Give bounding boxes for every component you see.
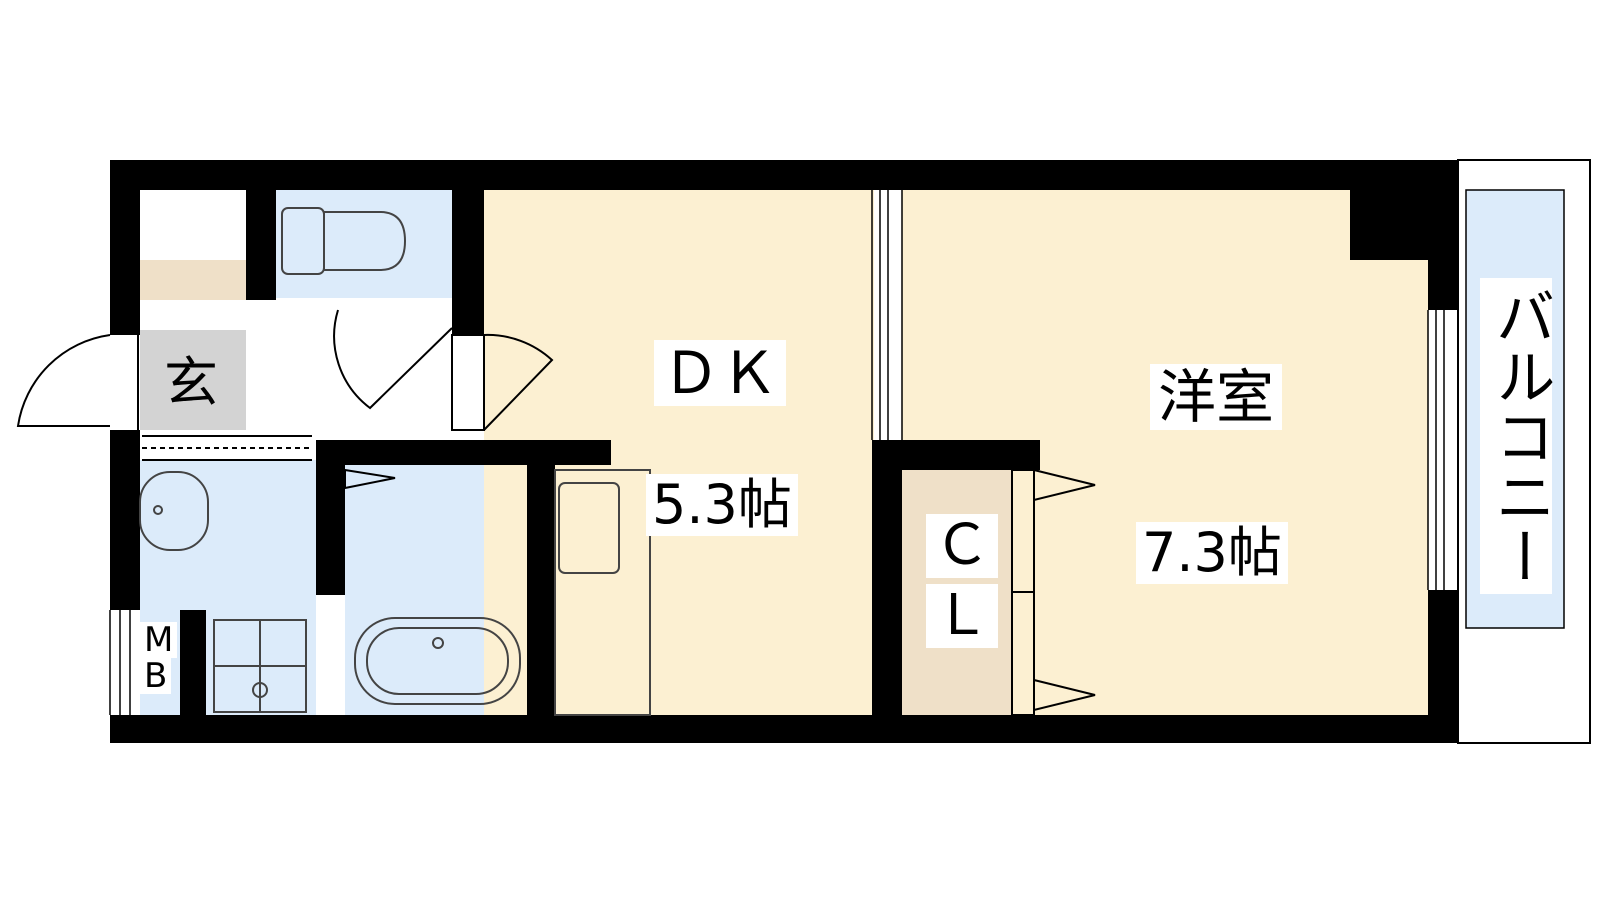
western-room-label: 洋室 [1150, 364, 1283, 430]
balcony-label: バルコニー [1480, 278, 1555, 594]
entrance-label: 玄 [158, 350, 224, 416]
corridor-floor [246, 330, 452, 430]
fixtures [139, 207, 651, 716]
toilet-floor [276, 190, 452, 298]
dk-label: ＤＫ [654, 340, 787, 406]
meter-box-label-bottom: B [140, 658, 172, 694]
western-room-size: 7.3帖 [1136, 522, 1288, 584]
shoe-storage [140, 260, 250, 300]
closet-label-top: Ｃ [926, 514, 998, 578]
meter-box-label-top: M [140, 622, 178, 658]
balcony-inner-outline [1465, 189, 1565, 629]
dk-size: 5.3帖 [646, 474, 798, 536]
walls [110, 160, 1458, 743]
closet-label-bottom: Ｌ [926, 584, 998, 648]
doors [16, 190, 1459, 716]
